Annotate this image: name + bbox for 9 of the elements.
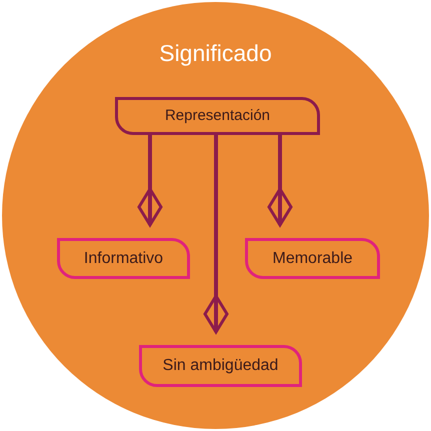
label-box [115, 97, 320, 135]
label-box [245, 238, 380, 279]
label-box [57, 238, 190, 279]
label-box [139, 345, 302, 387]
box-label: Sin ambigüedad [162, 356, 278, 376]
box-label: Representación [164, 106, 270, 126]
box-label: Informativo [84, 248, 164, 268]
box-label: Memorable [272, 248, 353, 268]
title: Significado [158, 39, 273, 68]
